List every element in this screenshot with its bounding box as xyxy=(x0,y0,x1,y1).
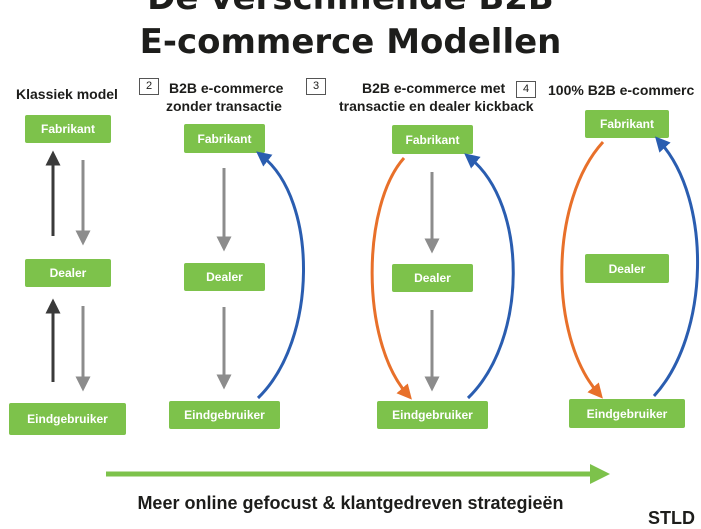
model-4-arrow-fabrikant-to-eindgebruiker xyxy=(560,140,605,399)
model-2-heading-line-1: B2B e-commerce xyxy=(169,80,284,96)
model-4-fabrikant-box: Fabrikant xyxy=(585,110,669,138)
model-4-number: 4 xyxy=(516,81,536,98)
model-4-eindgebruiker-box: Eindgebruiker xyxy=(569,399,685,428)
title-line-2: E-commerce Modellen xyxy=(139,22,562,62)
model-3-number: 3 xyxy=(306,78,326,95)
model-2-heading-line-2: zonder transactie xyxy=(166,98,282,114)
brand-logo-text: STLD xyxy=(648,508,695,528)
model-1-eindgebruiker-box: Eindgebruiker xyxy=(9,403,126,435)
title-line-1: De verschillende B2B xyxy=(0,0,701,18)
model-3-heading-line-2: transactie en dealer kickback xyxy=(339,98,534,114)
model-3-arrow-fabrikant-to-eindgebruiker xyxy=(370,157,412,400)
model-1-heading: Klassiek model xyxy=(16,86,118,102)
model-1-dealer-box: Dealer xyxy=(25,259,111,287)
model-2-fabrikant-box: Fabrikant xyxy=(184,124,265,153)
model-3-arrow-eindgebruiker-to-fabrikant xyxy=(464,153,515,400)
model-3-fabrikant-box: Fabrikant xyxy=(392,125,473,154)
model-4-dealer-box: Dealer xyxy=(585,254,669,283)
model-4-arrow-eindgebruiker-to-fabrikant xyxy=(652,136,699,398)
model-4-heading: 100% B2B e-commerc xyxy=(548,82,695,98)
footer-caption: Meer online gefocust & klantgedreven str… xyxy=(137,493,564,513)
model-2-eindgebruiker-box: Eindgebruiker xyxy=(169,401,280,429)
model-3-eindgebruiker-box: Eindgebruiker xyxy=(377,401,488,429)
model-2-arrow-eindgebruiker-to-fabrikant xyxy=(256,151,305,400)
model-1-fabrikant-box: Fabrikant xyxy=(25,115,111,143)
model-3-dealer-box: Dealer xyxy=(392,264,473,292)
model-3-heading-line-1: B2B e-commerce met xyxy=(362,80,506,96)
model-2-number: 2 xyxy=(139,78,159,95)
model-2-dealer-box: Dealer xyxy=(184,263,265,291)
